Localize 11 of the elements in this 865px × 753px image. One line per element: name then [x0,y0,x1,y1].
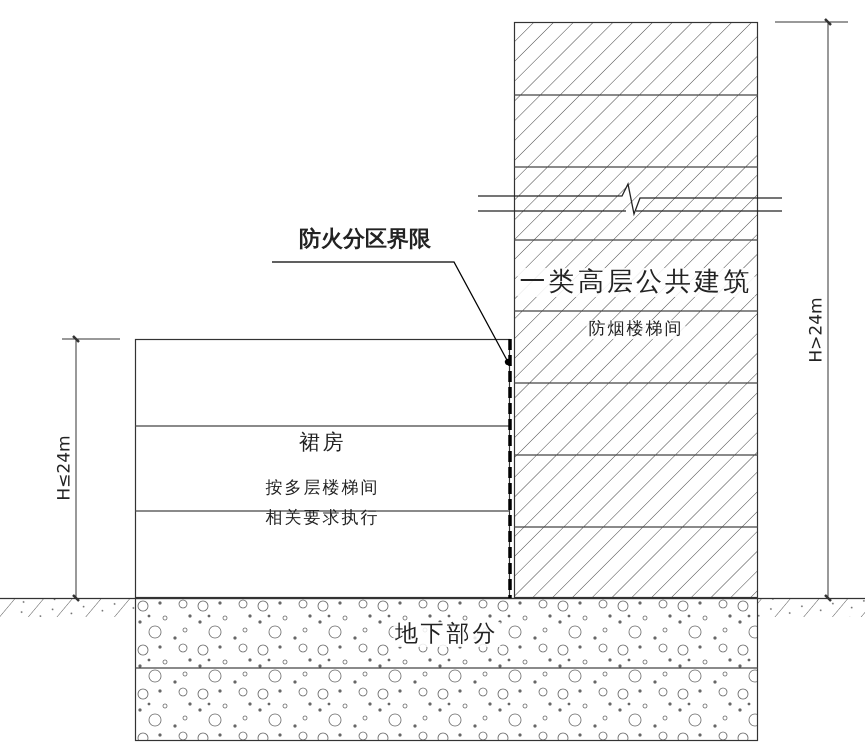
note-text: 按多层楼梯间 [264,479,381,498]
basement-label: 地下部分 [392,622,500,648]
dimension-label: H≤24m [54,435,74,501]
note-text: 相关要求执行 [264,509,381,528]
boundary-label: 防火分区界限 [298,228,432,252]
stair-type-label: 防烟楼梯间 [586,320,686,339]
building-type-label: 一类高层公共建筑 [518,268,754,297]
podium-label: 裙房 [298,431,348,454]
dimension-label: H>24m [806,297,826,363]
fire-partition-line [507,339,513,598]
leader-line [272,261,512,366]
